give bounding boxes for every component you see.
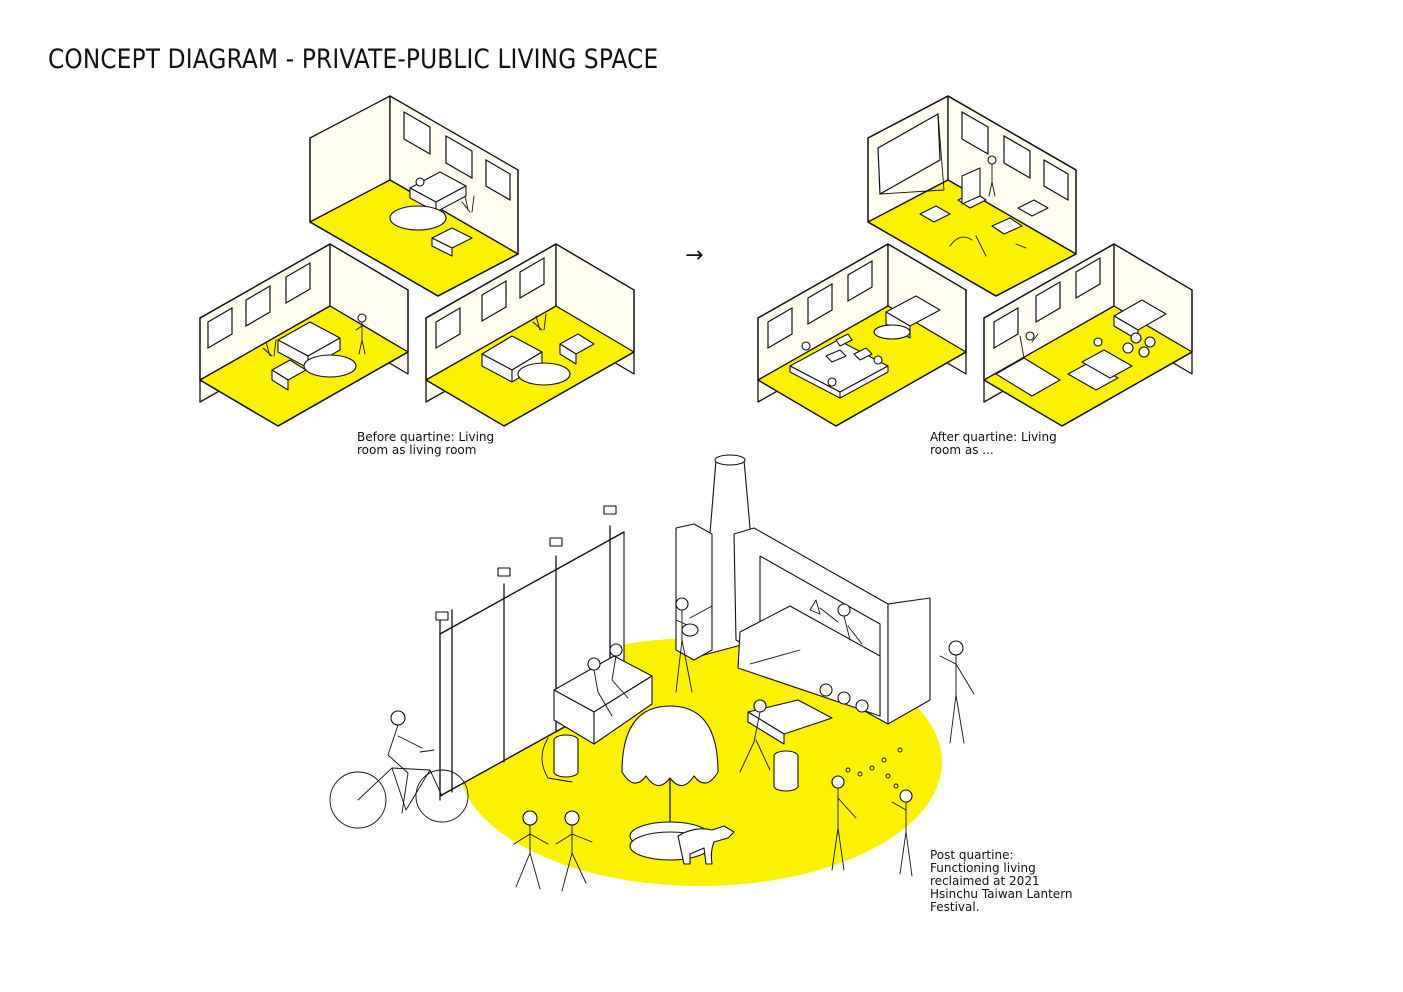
armchair-icon xyxy=(431,227,473,257)
caption-line: Post quartine: xyxy=(930,848,1014,862)
guitarist-icon xyxy=(675,597,713,693)
laptop-icon xyxy=(825,333,873,363)
caption-line: Festival. xyxy=(930,900,980,914)
megaphone-person-icon xyxy=(809,599,863,645)
after-room-left xyxy=(757,243,967,427)
yoga-mat-icon xyxy=(1067,337,1133,391)
children-icon xyxy=(513,810,593,892)
plant-icon xyxy=(461,195,475,213)
sofa-icon xyxy=(409,171,467,213)
armchair-icon xyxy=(559,333,595,365)
cyclist-icon xyxy=(329,710,469,829)
chairs-icon xyxy=(919,167,1049,235)
plant-icon xyxy=(532,313,547,331)
person-icon xyxy=(801,341,883,387)
person-icon xyxy=(415,177,425,187)
caption-line: room as living room xyxy=(357,443,477,457)
umbrella-lamp-icon xyxy=(621,705,719,861)
dumbbell-icon xyxy=(1122,332,1156,358)
coffee-table-icon xyxy=(517,362,571,386)
caption-line: Functioning living xyxy=(930,861,1036,875)
page-title: CONCEPT DIAGRAM - PRIVATE-PUBLIC LIVING … xyxy=(48,44,659,75)
coffee-table-icon xyxy=(303,354,357,378)
arrow-icon: → xyxy=(685,243,703,268)
caption-before-quarantine: Before quartine: Living room as living r… xyxy=(357,431,527,457)
cables-icon xyxy=(949,235,1027,257)
person-icon xyxy=(987,155,997,197)
post-quarantine-scene xyxy=(329,454,975,892)
before-room-right xyxy=(425,243,635,427)
before-room-left xyxy=(199,243,409,427)
after-room-right xyxy=(983,243,1193,427)
projection-screen-icon xyxy=(877,112,941,196)
caption-line: Before quartine: Living xyxy=(357,430,495,444)
stage-wall-icon xyxy=(733,527,931,725)
caption-line: Hsinchu Taiwan Lantern xyxy=(930,887,1073,901)
desk-icon xyxy=(789,339,889,399)
coffee-table-icon xyxy=(389,205,447,231)
armchair-icon xyxy=(271,359,307,391)
dog-icon xyxy=(677,825,735,865)
bubble-kids-icon xyxy=(831,747,913,877)
person-icon xyxy=(355,313,367,355)
stool-icon xyxy=(541,734,579,783)
caption-line: After quartine: Living xyxy=(930,430,1057,444)
standing-man-icon xyxy=(939,640,975,744)
caption-line: reclaimed at 2021 xyxy=(930,874,1040,888)
treadmill-icon xyxy=(995,331,1061,397)
plant-icon xyxy=(262,339,277,357)
caption-line: room as ... xyxy=(930,443,994,457)
caption-post-quarantine: Post quartine: Functioning living reclai… xyxy=(930,849,1090,914)
public-sofa-icon xyxy=(553,643,653,745)
caption-after-quarantine: After quartine: Living room as ... xyxy=(930,431,1100,457)
piano-icon xyxy=(739,699,833,792)
before-room-top xyxy=(309,95,519,297)
after-room-top xyxy=(867,95,1077,297)
